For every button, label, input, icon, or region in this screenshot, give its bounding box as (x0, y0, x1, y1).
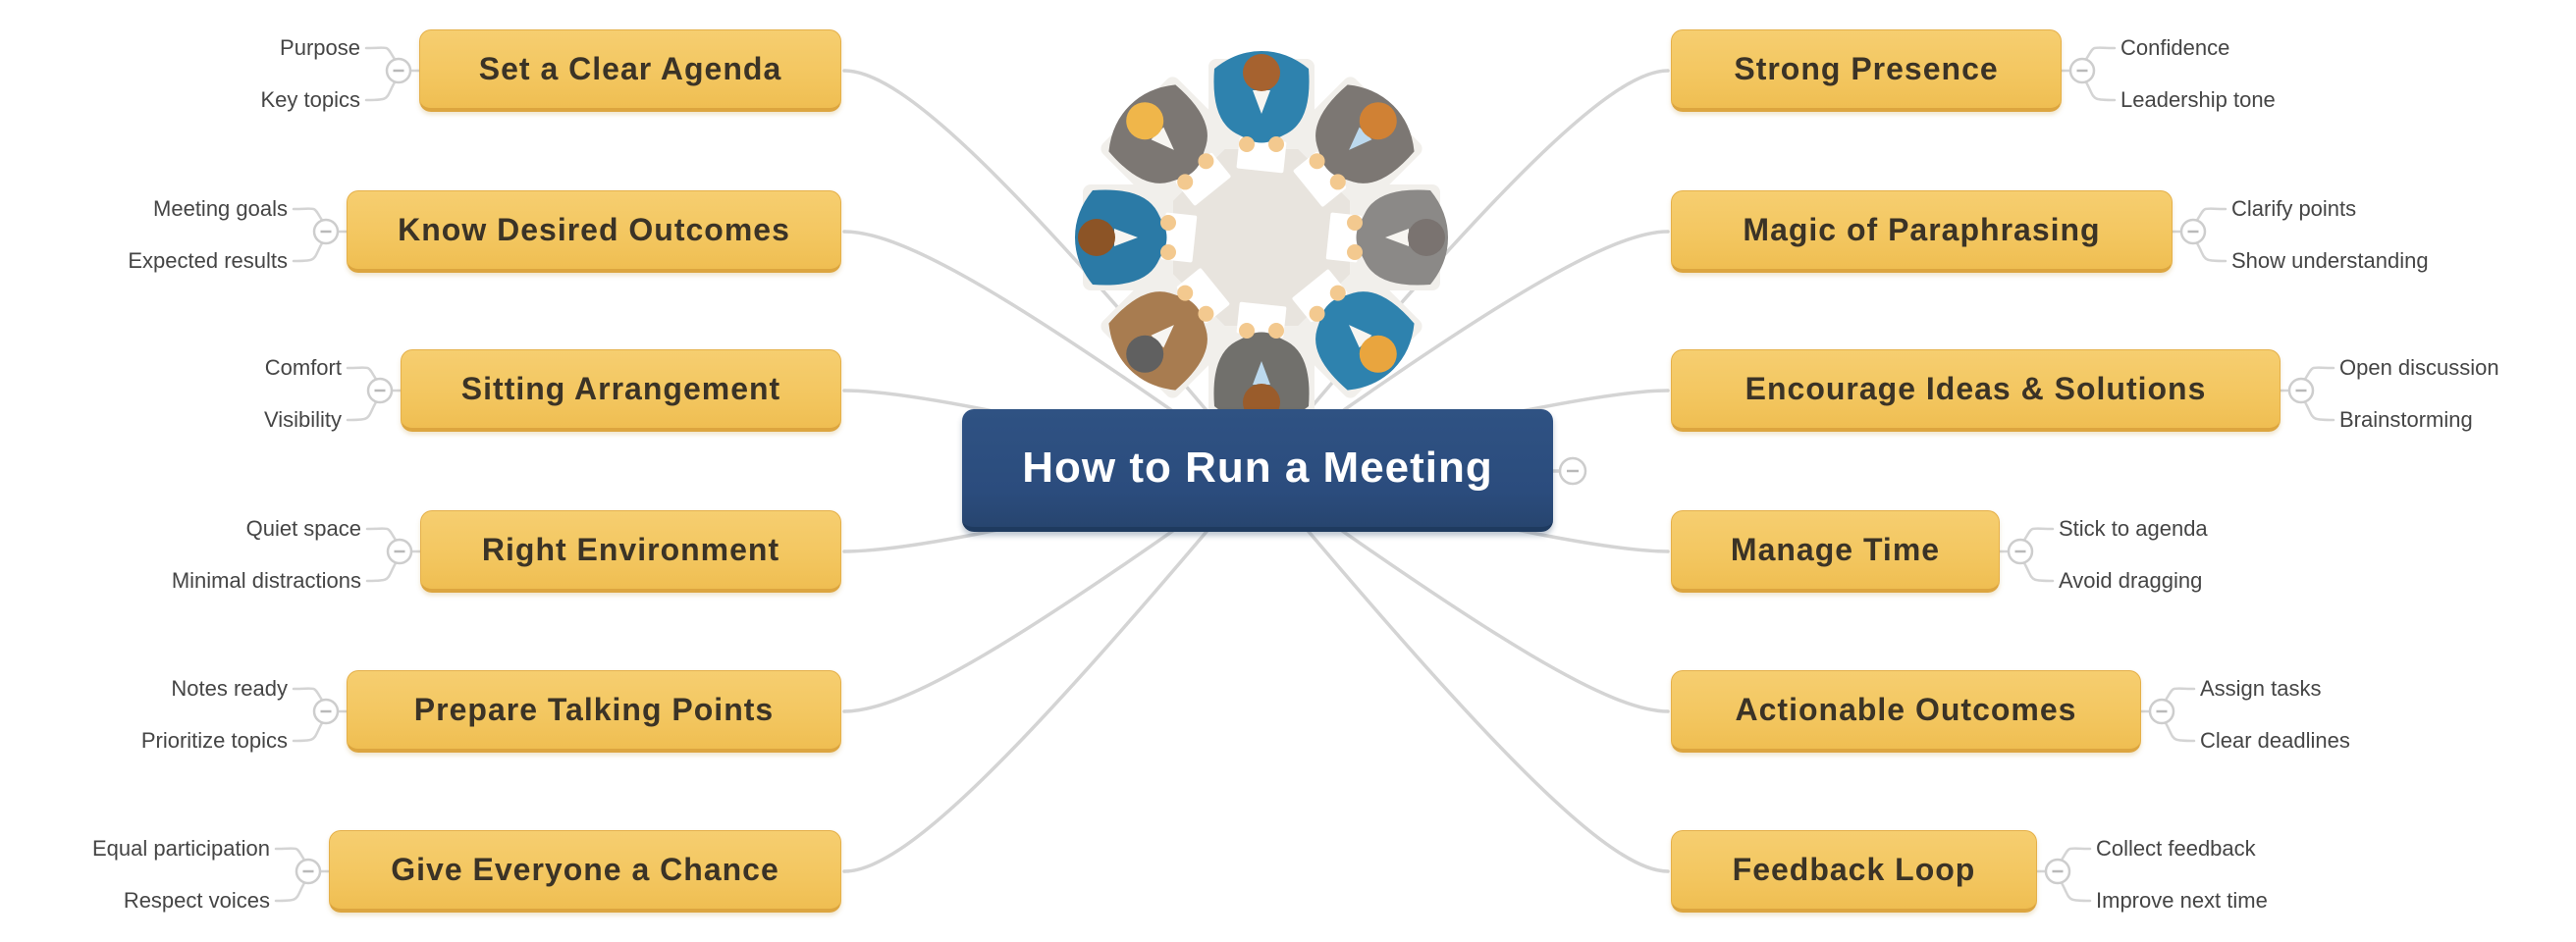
subtopic-stick-to-agenda[interactable]: Stick to agenda (2059, 516, 2208, 541)
collapse-button-minus-icon[interactable] (385, 57, 412, 84)
subtopic-confidence[interactable]: Confidence (2120, 35, 2230, 60)
subtopic-respect-voices[interactable]: Respect voices (123, 888, 270, 913)
subtopic-improve-next-time[interactable]: Improve next time (2096, 888, 2268, 913)
collapse-button-minus-icon[interactable] (2044, 858, 2071, 885)
subtopic-minimal-distractions[interactable]: Minimal distractions (171, 568, 361, 593)
branch-node-give-everyone-a-chance[interactable]: Give Everyone a Chance (329, 830, 841, 913)
collapse-button-minus-icon[interactable] (2068, 57, 2096, 84)
subtopic-clear-deadlines[interactable]: Clear deadlines (2200, 728, 2350, 753)
subtopic-key-topics[interactable]: Key topics (260, 87, 361, 112)
branch-node-feedback-loop[interactable]: Feedback Loop (1671, 830, 2037, 913)
branch-node-right-environment[interactable]: Right Environment (420, 510, 841, 593)
branch-node-set-a-clear-agenda[interactable]: Set a Clear Agenda (419, 29, 841, 112)
subtopic-leadership-tone[interactable]: Leadership tone (2120, 87, 2276, 112)
branch-node-manage-time[interactable]: Manage Time (1671, 510, 2000, 593)
subtopic-meeting-goals[interactable]: Meeting goals (153, 196, 288, 221)
branch-node-sitting-arrangement[interactable]: Sitting Arrangement (401, 349, 841, 432)
branch-node-encourage-ideas-solutions[interactable]: Encourage Ideas & Solutions (1671, 349, 2281, 432)
branch-node-strong-presence[interactable]: Strong Presence (1671, 29, 2062, 112)
subtopic-equal-participation[interactable]: Equal participation (91, 836, 270, 861)
meeting-round-table-illustration-icon (1075, 51, 1448, 424)
subtopic-comfort[interactable]: Comfort (264, 355, 342, 380)
subtopic-avoid-dragging[interactable]: Avoid dragging (2059, 568, 2203, 593)
subtopic-prioritize-topics[interactable]: Prioritize topics (140, 728, 288, 753)
collapse-button-minus-icon[interactable] (2179, 218, 2207, 245)
collapse-buttons (295, 57, 2315, 885)
collapse-button-minus-icon[interactable] (366, 377, 394, 404)
collapse-button-minus-icon[interactable] (312, 698, 340, 725)
subtopic-notes-ready[interactable]: Notes ready (171, 676, 288, 701)
branch-node-know-desired-outcomes[interactable]: Know Desired Outcomes (347, 190, 841, 273)
subtopic-open-discussion[interactable]: Open discussion (2339, 355, 2499, 380)
branch-node-actionable-outcomes[interactable]: Actionable Outcomes (1671, 670, 2141, 753)
subtopic-purpose[interactable]: Purpose (280, 35, 360, 60)
central-topic-node[interactable]: How to Run a Meeting (962, 409, 1553, 532)
subtopic-brainstorming[interactable]: Brainstorming (2339, 407, 2473, 432)
subtopic-clarify-points[interactable]: Clarify points (2231, 196, 2357, 221)
collapse-button-minus-icon[interactable] (295, 858, 322, 885)
branch-node-prepare-talking-points[interactable]: Prepare Talking Points (347, 670, 841, 753)
subtopic-assign-tasks[interactable]: Assign tasks (2200, 676, 2322, 701)
collapse-button-minus-icon[interactable] (2007, 538, 2034, 565)
collapse-button-minus-icon[interactable] (2287, 377, 2315, 404)
subtopic-expected-results[interactable]: Expected results (128, 248, 288, 273)
subtopic-visibility[interactable]: Visibility (263, 407, 342, 432)
collapse-button-minus-icon[interactable] (386, 538, 413, 565)
subtopic-quiet-space[interactable]: Quiet space (245, 516, 361, 541)
subtopic-collect-feedback[interactable]: Collect feedback (2096, 836, 2256, 861)
subtopic-show-understanding[interactable]: Show understanding (2231, 248, 2429, 273)
collapse-button-minus-icon[interactable] (2148, 698, 2175, 725)
branch-node-magic-of-paraphrasing[interactable]: Magic of Paraphrasing (1671, 190, 2173, 273)
center-collapse-button-minus-icon[interactable] (1558, 456, 1587, 486)
collapse-button-minus-icon[interactable] (312, 218, 340, 245)
